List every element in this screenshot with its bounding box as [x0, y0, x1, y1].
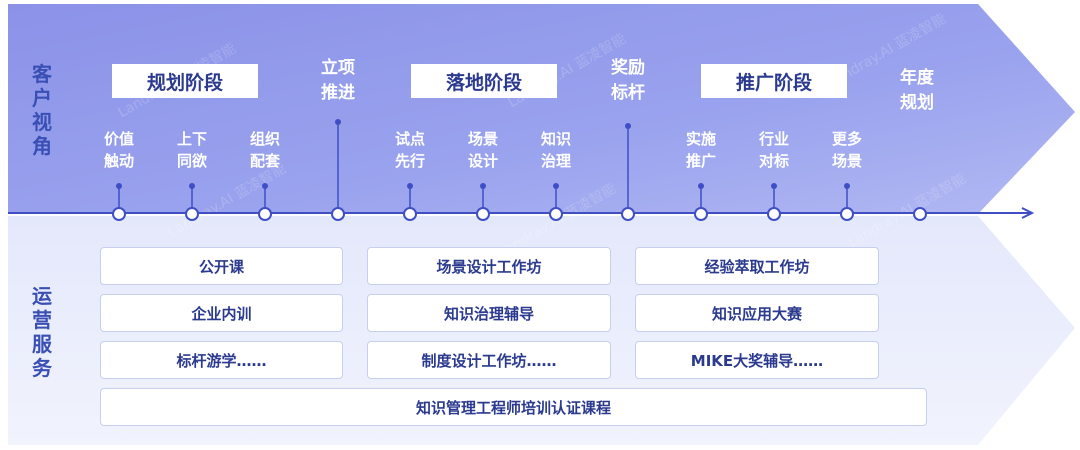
milestone-approval-label: 立项 推进	[321, 58, 355, 103]
phase-landing: 落地阶段	[411, 64, 557, 98]
service-public-course: 公开课	[100, 247, 343, 285]
node-label: 实施推广	[685, 130, 716, 170]
node-label: 知识治理	[540, 130, 571, 170]
service-corporate-training: 企业内训	[100, 294, 343, 332]
node-label: 上下同欲	[176, 130, 207, 170]
service-experience-workshop: 经验萃取工作坊	[635, 247, 879, 285]
milestone-benchmark-label: 奖励 标杆	[611, 58, 645, 103]
service-governance-coaching: 知识治理辅导	[367, 294, 611, 332]
customer-perspective-label: 客 户 视 角	[32, 62, 52, 158]
operation-service-label: 运 营 服 务	[32, 284, 52, 380]
node-label: 试点先行	[394, 130, 425, 170]
node-dots	[116, 119, 850, 189]
axis-arrowhead	[1021, 207, 1035, 219]
node-connectors	[118, 122, 848, 208]
node-label: 行业对标	[758, 130, 789, 170]
axis-nodes	[112, 207, 927, 221]
node-label: 价值触动	[103, 130, 134, 170]
node-label: 更多场景	[831, 130, 862, 170]
node-label: 组织配套	[249, 130, 280, 170]
milestone-annual-label: 年度 规划	[900, 68, 934, 113]
service-scenario-workshop: 场景设计工作坊	[367, 247, 611, 285]
service-knowledge-contest: 知识应用大赛	[635, 294, 879, 332]
customer-band	[8, 4, 1075, 214]
service-mike-award-coaching: MIKE大奖辅导……	[635, 341, 879, 379]
service-km-engineer-certification: 知识管理工程师培训认证课程	[100, 388, 927, 426]
phase-promotion: 推广阶段	[701, 64, 847, 98]
service-policy-workshop: 制度设计工作坊……	[367, 341, 611, 379]
phase-planning: 规划阶段	[112, 64, 258, 98]
service-benchmark-tour: 标杆游学……	[100, 341, 343, 379]
node-label: 场景设计	[467, 130, 498, 170]
